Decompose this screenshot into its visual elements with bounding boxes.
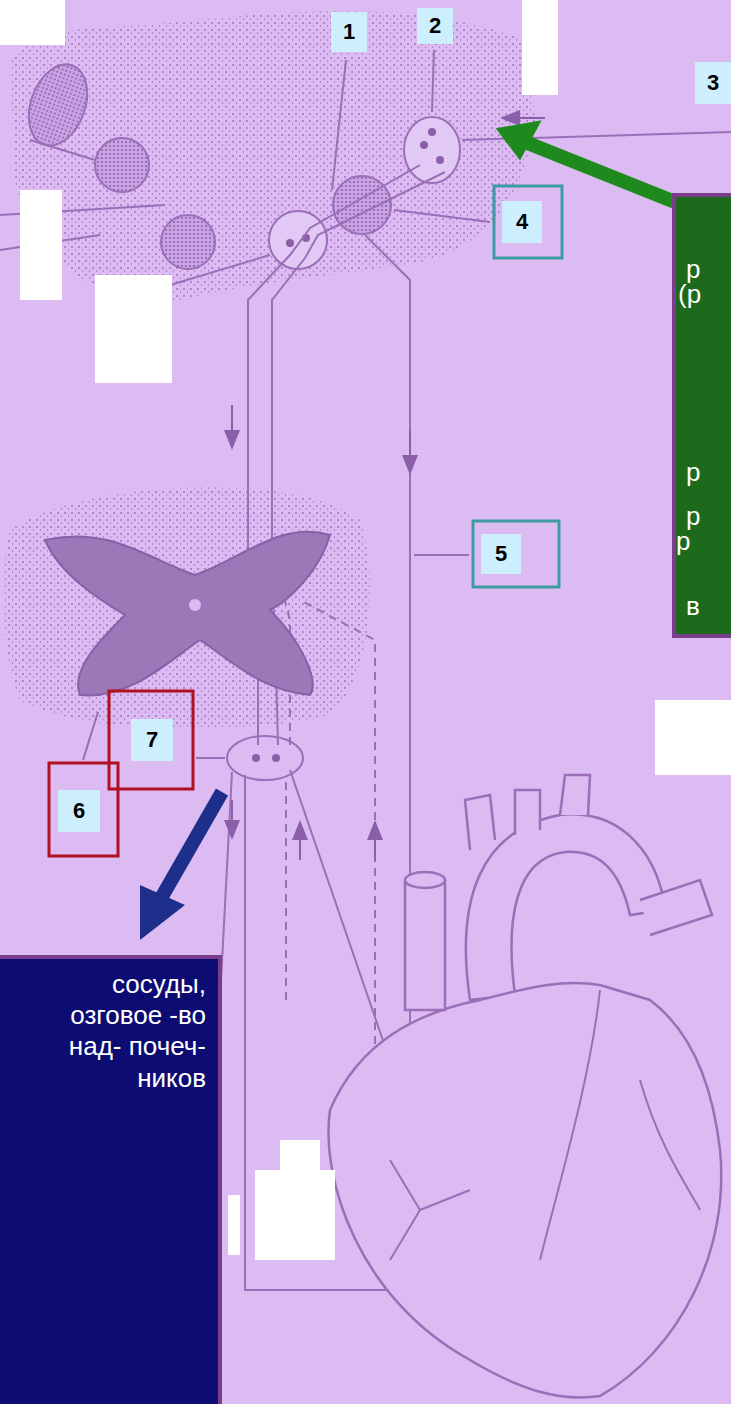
callout-number: 6: [73, 800, 85, 822]
callout-box: сосуды, озговое -во над- почеч- ников: [0, 955, 222, 1404]
callout-number-box: 4: [502, 201, 542, 243]
callout-number-box: 7: [131, 719, 173, 761]
callout-number-box: 3: [695, 62, 731, 104]
callout-number-box: 2: [417, 8, 453, 44]
callout-number-box: 1: [331, 12, 367, 52]
callout-text: сосуды, озговое -во над- почеч- ников: [56, 969, 206, 1094]
callout-number: 3: [707, 72, 719, 94]
callout-box: р(ррррв: [672, 193, 731, 638]
callout-text: р: [676, 526, 690, 557]
callout-number: 2: [429, 15, 441, 37]
callout-text: (р: [678, 279, 701, 310]
callout-number-box: 5: [481, 534, 521, 574]
callout-text: р: [686, 457, 700, 488]
callout-number: 4: [516, 211, 528, 233]
callout-number: 5: [495, 543, 507, 565]
callout-number: 7: [146, 729, 158, 751]
callout-text: в: [686, 591, 700, 622]
callout-number-box: 6: [58, 790, 100, 832]
callout-number: 1: [343, 21, 355, 43]
brain-region: [10, 11, 535, 302]
